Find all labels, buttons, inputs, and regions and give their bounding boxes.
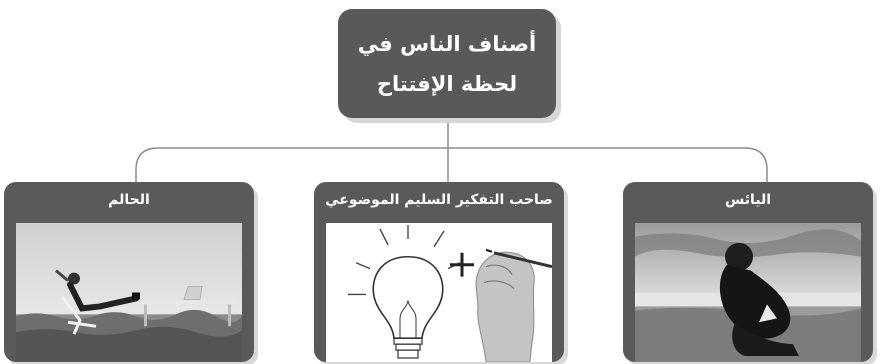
card-dreamer-title: الحالم [108,192,150,208]
despairing-photo [635,223,861,362]
card-despairing-title: اليائس [724,192,772,208]
root-node: أصناف الناس في لحظة الإفتتاح [338,9,556,118]
lightbulb-sketch-photo [326,223,552,362]
root-title-line2: لحظة الإفتتاح [376,71,518,96]
dreamer-photo [16,223,242,362]
card-objective-thinker-title: صاحب التفكير السليم الموضوعي [325,192,553,208]
root-title-line1: أصناف الناس في [357,31,537,56]
card-dreamer: الحالم [4,182,254,362]
card-objective-thinker: صاحب التفكير السليم الموضوعي [314,182,564,362]
card-despairing: اليائس [623,182,873,362]
